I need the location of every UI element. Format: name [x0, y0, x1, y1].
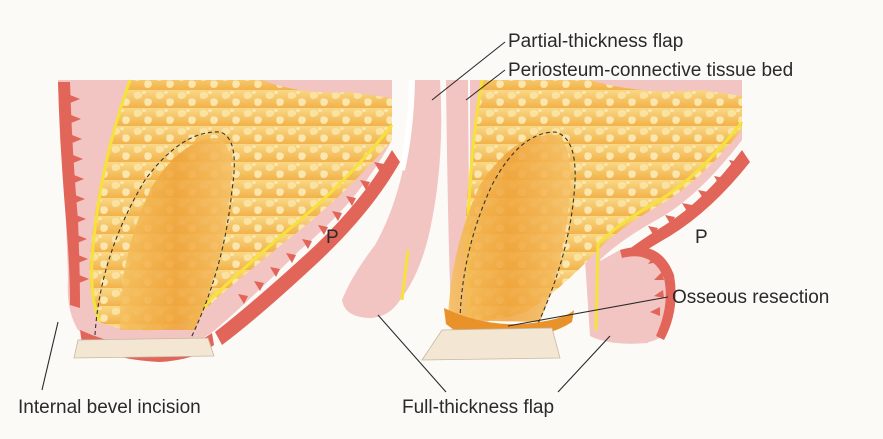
label-palate-left: P — [326, 227, 339, 248]
leader-internal-bevel — [42, 322, 58, 390]
left-panel — [58, 80, 400, 362]
leader-full-flap-right — [558, 336, 610, 392]
label-osseous-resection: Osseous resection — [672, 287, 829, 308]
label-periosteum-bed: Periosteum-connective tissue bed — [508, 60, 793, 81]
label-full-thickness-flap: Full-thickness flap — [402, 397, 554, 418]
right-crown — [422, 328, 560, 360]
label-palate-right: P — [695, 227, 708, 248]
label-internal-bevel-incision: Internal bevel incision — [18, 397, 201, 418]
label-partial-thickness-flap: Partial-thickness flap — [508, 31, 683, 52]
right-panel — [342, 80, 750, 360]
left-crown — [74, 338, 214, 358]
